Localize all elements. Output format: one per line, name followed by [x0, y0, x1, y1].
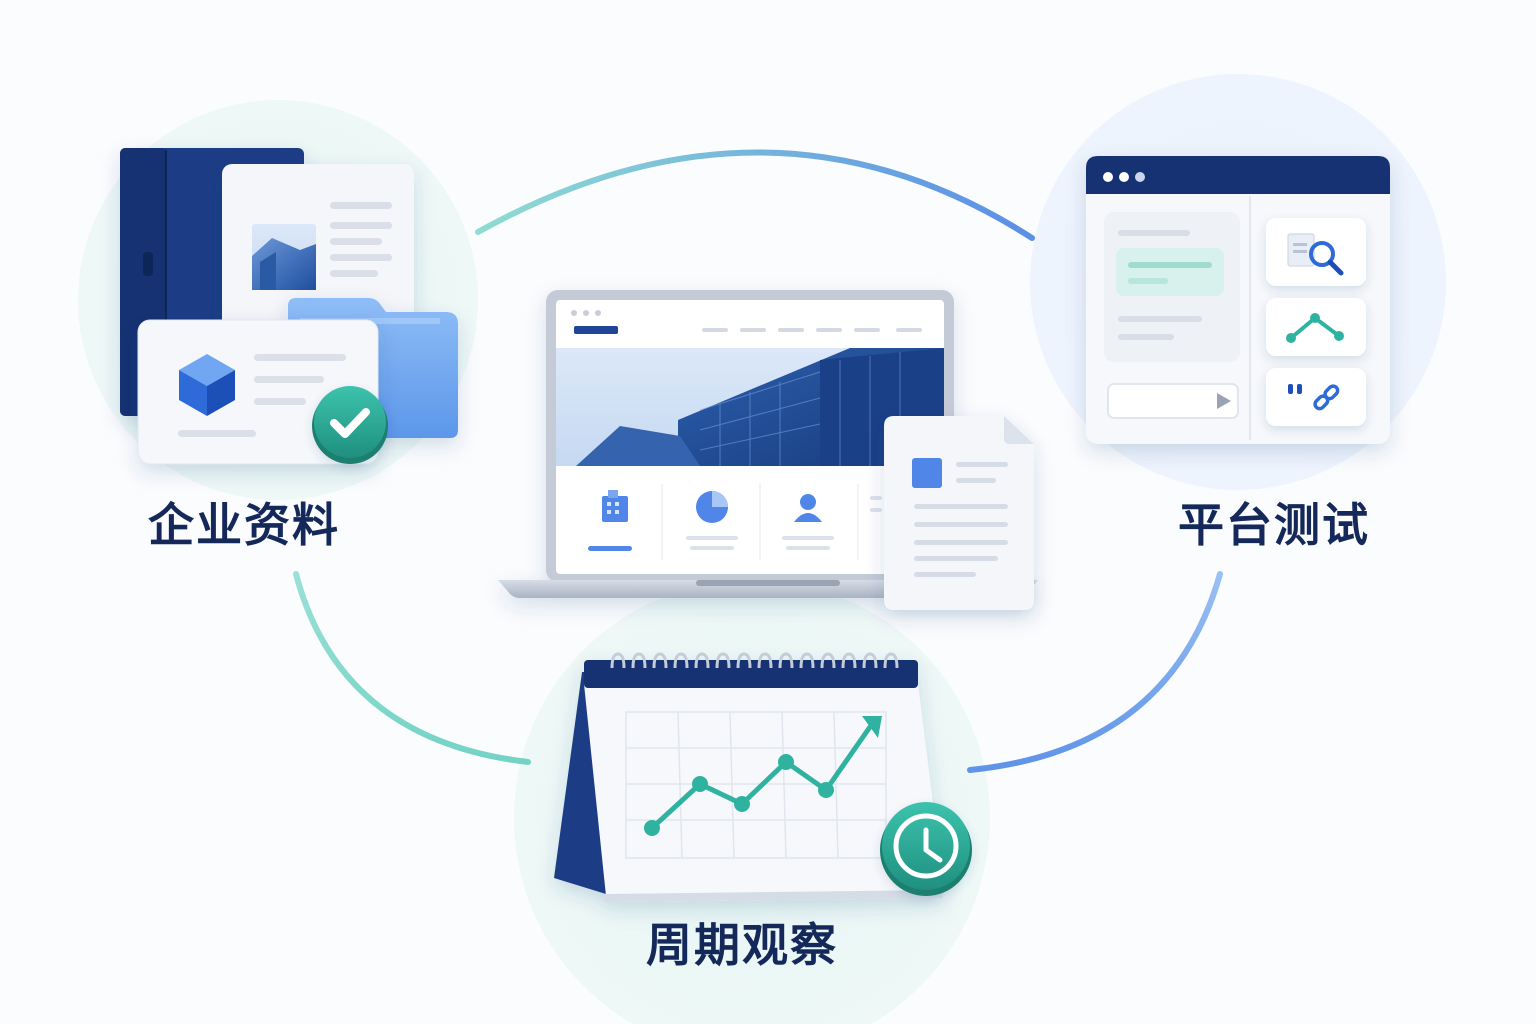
user-icon [794, 494, 822, 522]
arc-enterprise-to-platform [475, 149, 1035, 241]
play-icon [1217, 393, 1231, 409]
enterprise-illustration [120, 148, 458, 465]
document-icon [884, 416, 1034, 610]
arc-platform-to-cycle [967, 571, 1223, 773]
building-icon [602, 490, 628, 522]
quote-link-icon [1266, 368, 1366, 426]
enterprise-label: 企业资料 [148, 498, 340, 552]
calendar-icon [554, 660, 944, 902]
line-graph-icon [1266, 298, 1366, 356]
cycle-illustration [554, 652, 972, 902]
arc-enterprise-to-cycle [293, 571, 531, 765]
cube-icon [179, 354, 235, 416]
check-badge-icon [312, 386, 388, 464]
calendar-rings [610, 652, 899, 669]
trend-up-icon [644, 716, 882, 836]
platform-illustration [1086, 156, 1390, 444]
search-document-icon [1266, 218, 1366, 286]
cycle-label: 周期观察 [646, 918, 838, 972]
pie-chart-icon [696, 491, 728, 523]
platform-label: 平台测试 [1178, 498, 1370, 552]
laptop-illustration [498, 290, 1038, 610]
calendar-grid [625, 711, 887, 859]
clock-icon [880, 802, 972, 896]
